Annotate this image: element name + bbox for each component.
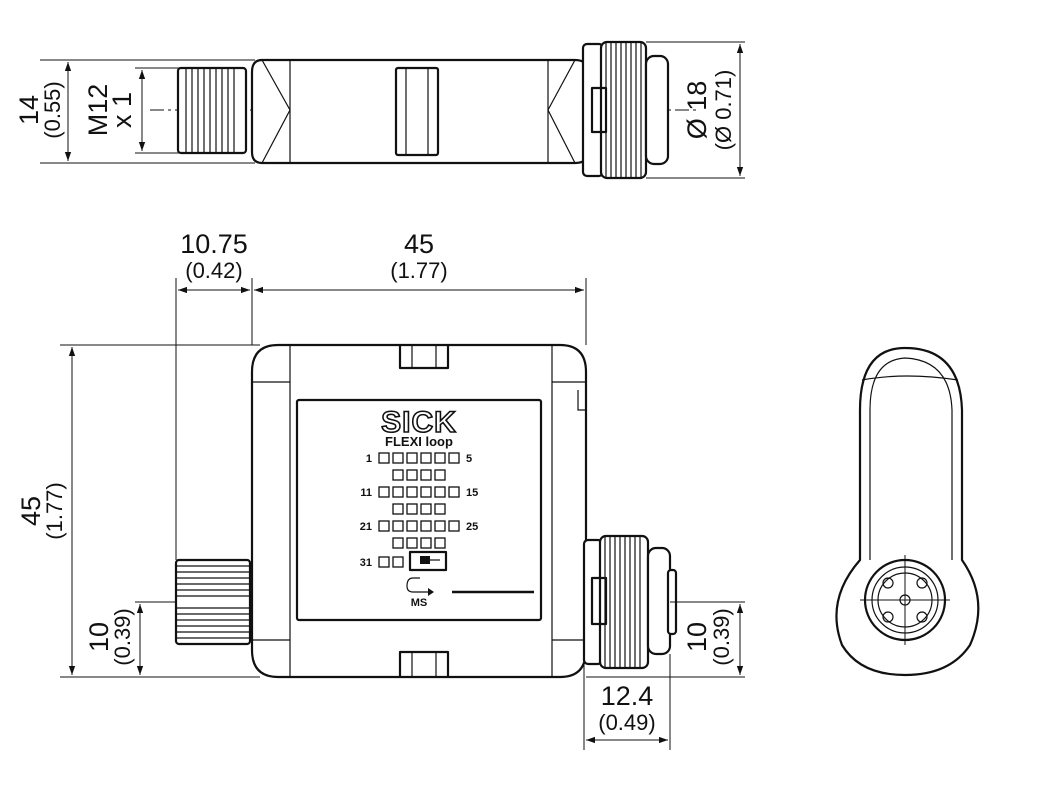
row1-end-label: 5 <box>466 453 472 465</box>
product-name: FLEXI loop <box>385 434 453 449</box>
dim-left-connector-mm: 10 <box>84 622 114 652</box>
led-indicator <box>448 520 460 532</box>
led-indicator <box>406 469 418 481</box>
led-indicator <box>378 520 390 532</box>
led-indicator <box>392 486 404 498</box>
brand-logo: SICK <box>381 406 457 439</box>
led-indicator <box>434 486 446 498</box>
led-indicator <box>392 520 404 532</box>
dim-width-in: (1.77) <box>390 258 447 283</box>
led-indicator <box>392 452 404 464</box>
row3-start-label: 21 <box>360 521 372 533</box>
led-indicator <box>420 537 432 549</box>
led-indicator <box>406 537 418 549</box>
led-indicator <box>420 520 432 532</box>
top-knurled-connector <box>581 40 670 180</box>
side-view <box>835 346 980 677</box>
led-indicator <box>392 469 404 481</box>
dim-right-connector-mm: 10 <box>682 622 712 652</box>
dim-left-connector-in: (0.39) <box>110 608 135 665</box>
dim-thread: M12 x 1 <box>83 67 180 154</box>
dim-width: 45 (1.77) <box>254 229 587 345</box>
dim-offset-mm: 10.75 <box>180 229 248 259</box>
dim-connector-length-mm: 12.4 <box>601 681 654 711</box>
front-m12-connector <box>174 558 252 646</box>
label-plate: SICK FLEXI loop 1 5 11 15 21 25 31 MS <box>295 398 543 622</box>
led-indicator <box>420 469 432 481</box>
row4-start-label: 31 <box>360 557 372 569</box>
led-indicator <box>448 486 460 498</box>
led-indicator <box>406 520 418 532</box>
ms-loop-arrow <box>406 577 428 593</box>
dim-right-connector-in: (0.39) <box>709 608 734 665</box>
row1-start-label: 1 <box>366 453 372 465</box>
dim-height: 45 (1.77) <box>16 344 260 678</box>
dim-offset-in: (0.42) <box>185 258 242 283</box>
front-view: SICK FLEXI loop 1 5 11 15 21 25 31 MS <box>16 229 745 750</box>
led-indicator <box>406 452 418 464</box>
led-grid <box>378 452 460 568</box>
ms-switch-knob <box>420 556 430 564</box>
led-indicator <box>434 469 446 481</box>
led-indicator <box>406 486 418 498</box>
led-indicator <box>434 503 446 515</box>
dim-left-connector: 10 (0.39) <box>84 601 176 675</box>
dim-diameter-in: (Ø 0.71) <box>711 70 736 151</box>
front-knurled-connector <box>582 534 678 670</box>
led-indicator <box>434 452 446 464</box>
row2-end-label: 15 <box>466 487 478 499</box>
led-indicator <box>378 486 390 498</box>
led-indicator <box>378 556 390 568</box>
dim-right-connector: 10 (0.39) <box>586 601 745 678</box>
ms-switch <box>408 550 448 572</box>
row2-start-label: 11 <box>360 487 372 499</box>
top-body <box>250 58 590 165</box>
led-indicator <box>392 556 404 568</box>
front-housing <box>250 343 588 679</box>
dim-top-height-mm: 14 <box>14 95 44 125</box>
led-indicator <box>420 503 432 515</box>
dim-diameter-mm: Ø 18 <box>682 81 712 140</box>
led-indicator <box>392 537 404 549</box>
led-indicator <box>406 503 418 515</box>
led-indicator <box>434 537 446 549</box>
ms-label: MS <box>411 597 428 609</box>
row3-end-label: 25 <box>466 521 478 533</box>
dim-diameter: Ø 18 (Ø 0.71) <box>646 41 745 179</box>
dim-connector-length: 12.4 (0.49) <box>583 654 671 750</box>
led-indicator <box>378 452 390 464</box>
top-view: 14 (0.55) M12 x 1 Ø 18 (Ø 0.71) <box>14 40 745 180</box>
top-m12-connector <box>176 66 248 155</box>
dim-height-in: (1.77) <box>42 482 67 539</box>
thread-pitch: x 1 <box>107 92 137 128</box>
dim-width-mm: 45 <box>404 229 434 259</box>
led-indicator <box>434 520 446 532</box>
thread-size: M12 <box>83 84 113 137</box>
dim-top-height: 14 (0.55) <box>14 59 255 164</box>
dim-offset: 10.75 (0.42) <box>175 229 253 560</box>
led-indicator <box>448 452 460 464</box>
dim-top-height-in: (0.55) <box>40 81 65 138</box>
led-indicator <box>392 503 404 515</box>
led-indicator <box>420 452 432 464</box>
dim-height-mm: 45 <box>16 496 46 526</box>
dim-connector-length-in: (0.49) <box>598 710 655 735</box>
led-indicator <box>420 486 432 498</box>
